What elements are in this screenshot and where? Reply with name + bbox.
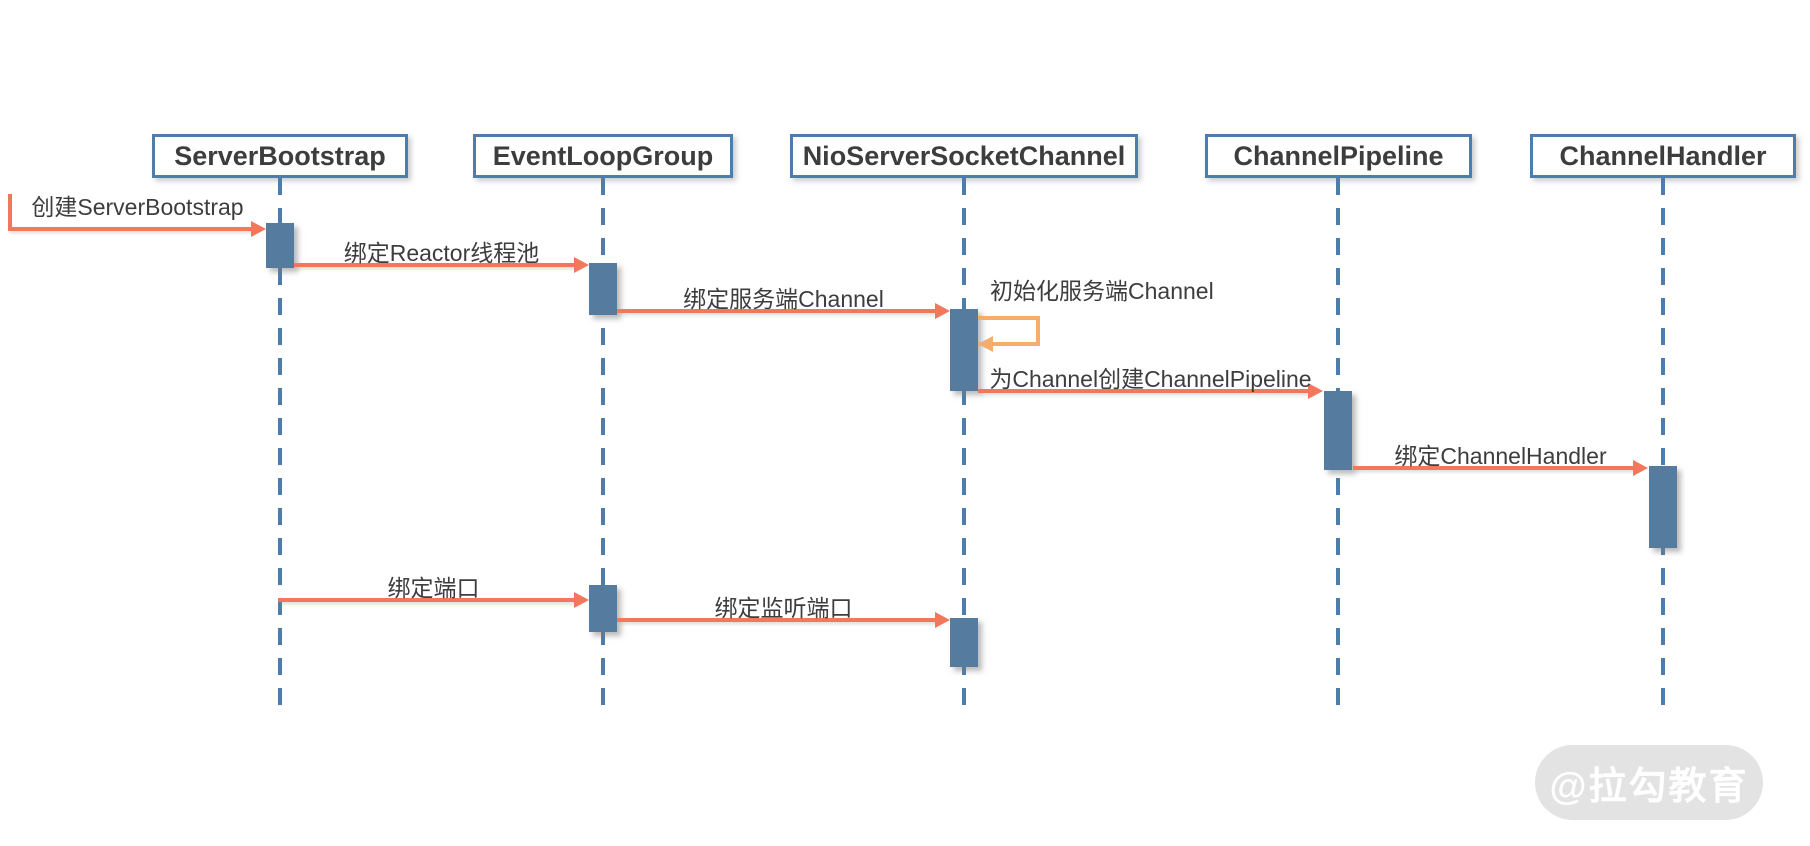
message-3-label: 绑定服务端Channel (683, 286, 884, 312)
participant-label: NioServerSocketChannel (802, 140, 1126, 171)
message-5-label: 为Channel创建ChannelPipeline (989, 366, 1312, 392)
message-1-start-tick (8, 194, 12, 231)
message-6-arrow (1353, 466, 1634, 470)
participant-box-channelhandler: ChannelHandler (1530, 134, 1796, 178)
message-1-arrow (8, 227, 252, 231)
message-8-arrow (617, 618, 936, 622)
message-8-label: 绑定监听端口 (714, 595, 853, 621)
arrow-head-icon (935, 612, 950, 628)
participant-label: EventLoopGroup (492, 140, 714, 171)
message-7-arrow (278, 598, 575, 602)
watermark-badge: @拉勾教育 (1535, 745, 1763, 820)
activation-channelhandler-1 (1649, 466, 1677, 548)
lifeline-channelhandler (1661, 178, 1665, 715)
lifeline-nioserversocketchannel (962, 178, 966, 715)
arrow-head-icon (574, 592, 589, 608)
message-1-label: 创建ServerBootstrap (31, 194, 244, 220)
arrow-head-icon (978, 336, 993, 352)
message-5-arrow (978, 389, 1309, 393)
participant-box-nioserversocketchannel: NioServerSocketChannel (790, 134, 1138, 178)
activation-channelpipeline-1 (1324, 391, 1352, 470)
watermark-text: @拉勾教育 (1549, 766, 1749, 808)
message-2-label: 绑定Reactor线程池 (343, 240, 540, 266)
participant-label: ServerBootstrap (174, 140, 386, 171)
participant-box-channelpipeline: ChannelPipeline (1205, 134, 1472, 178)
message-6-label: 绑定ChannelHandler (1394, 443, 1607, 469)
activation-serverbootstrap-1 (266, 223, 294, 268)
arrow-head-icon (1308, 383, 1323, 399)
participant-box-eventloopgroup: EventLoopGroup (473, 134, 733, 178)
activation-nioserversocketchannel-2 (950, 618, 978, 667)
message-4-self-loop (978, 316, 1040, 346)
message-2-arrow (294, 263, 575, 267)
activation-eventloopgroup-1 (589, 263, 617, 315)
message-4-label: 初始化服务端Channel (990, 278, 1214, 304)
participant-label: ChannelHandler (1559, 140, 1767, 171)
lifeline-serverbootstrap (278, 178, 282, 715)
participant-box-serverbootstrap: ServerBootstrap (152, 134, 408, 178)
arrow-head-icon (1633, 460, 1648, 476)
message-3-arrow (617, 309, 936, 313)
activation-nioserversocketchannel-1 (950, 309, 978, 391)
lifeline-eventloopgroup (601, 178, 605, 715)
activation-eventloopgroup-2 (589, 585, 617, 632)
arrow-head-icon (251, 221, 266, 237)
message-7-label: 绑定端口 (387, 575, 480, 601)
participant-label: ChannelPipeline (1233, 140, 1444, 171)
arrow-head-icon (574, 257, 589, 273)
arrow-head-icon (935, 303, 950, 319)
